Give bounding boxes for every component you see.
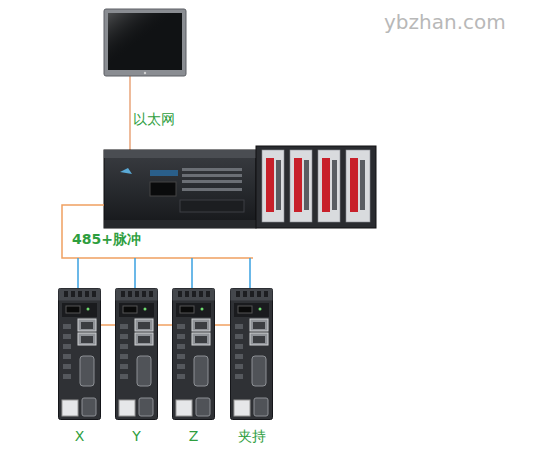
hmi-screen bbox=[104, 9, 186, 76]
ethernet-link bbox=[158, 324, 172, 326]
servo-illustration bbox=[172, 288, 215, 420]
servo-drive: Z bbox=[172, 288, 215, 444]
axis-label: Y bbox=[115, 428, 158, 444]
ethernet-link bbox=[101, 324, 115, 326]
axis-label: Z bbox=[172, 428, 215, 444]
bus-wire bbox=[62, 205, 253, 258]
network-label: 以太网 bbox=[133, 111, 175, 129]
network-label: 485+脉冲 bbox=[72, 231, 141, 249]
watermark: ybzhan.com bbox=[384, 10, 506, 34]
ethernet-wire bbox=[129, 76, 131, 150]
ethernet-link bbox=[215, 324, 230, 326]
servo-illustration bbox=[115, 288, 158, 420]
axis-label: 夹持 bbox=[230, 428, 273, 444]
servo-illustration bbox=[58, 288, 101, 420]
axis-label: X bbox=[58, 428, 101, 444]
servo-drive: X bbox=[58, 288, 101, 444]
servo-drive: 夹持 bbox=[230, 288, 273, 444]
plc-controller bbox=[104, 146, 376, 228]
servo-illustration bbox=[230, 288, 273, 420]
servo-drive: Y bbox=[115, 288, 158, 444]
drop-wires bbox=[78, 258, 250, 290]
